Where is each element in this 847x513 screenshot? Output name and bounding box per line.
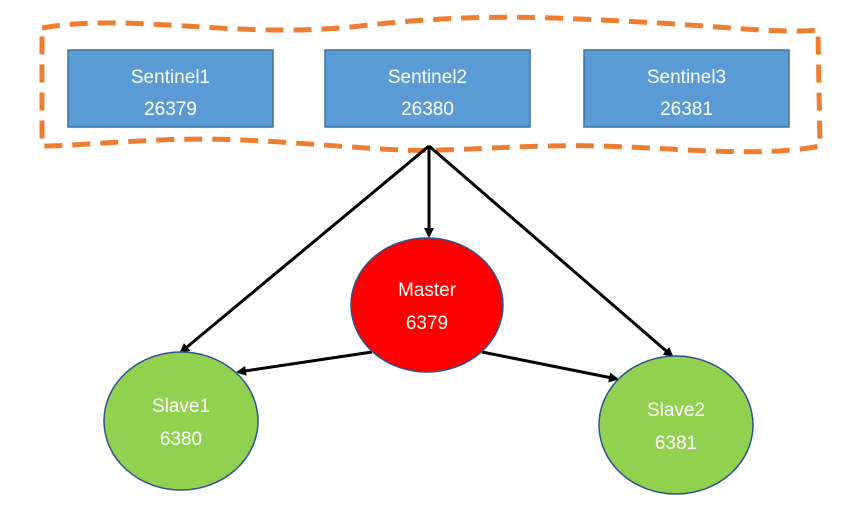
sentinel-box <box>583 49 790 128</box>
sentinel-port: 26380 <box>401 99 454 120</box>
sentinel-box <box>324 49 531 128</box>
arrow-sentinel-to-slave2 <box>428 144 674 358</box>
sentinel-node: Sentinel3 26381 <box>583 49 790 128</box>
sentinel-name: Sentinel3 <box>647 67 726 88</box>
sentinel-name: Sentinel1 <box>131 67 210 88</box>
sentinel-group-outline <box>39 14 823 155</box>
master-name: Master <box>398 280 457 301</box>
master-node: Master 6379 <box>350 237 504 373</box>
slave-node: Slave2 6381 <box>598 355 754 495</box>
slave-name: Slave1 <box>152 396 210 417</box>
arrow-master-to-slave2 <box>481 350 619 383</box>
master-port: 6379 <box>406 313 448 334</box>
slave-ellipse <box>598 355 754 495</box>
arrow-sentinel-to-slave1 <box>179 144 430 354</box>
sentinel-port: 26379 <box>144 99 197 120</box>
sentinel-port: 26381 <box>660 99 713 120</box>
arrow-master-to-slave1 <box>236 350 373 376</box>
slave-port: 6380 <box>160 429 202 450</box>
master-ellipse <box>350 237 504 373</box>
slave-node: Slave1 6380 <box>103 351 259 491</box>
sentinel-node: Sentinel2 26380 <box>324 49 531 128</box>
sentinel-box <box>67 49 274 128</box>
sentinel-node: Sentinel1 26379 <box>67 49 274 128</box>
slave-port: 6381 <box>655 433 697 454</box>
sentinel-name: Sentinel2 <box>388 67 467 88</box>
slave-name: Slave2 <box>647 400 705 421</box>
slave-ellipse <box>103 351 259 491</box>
